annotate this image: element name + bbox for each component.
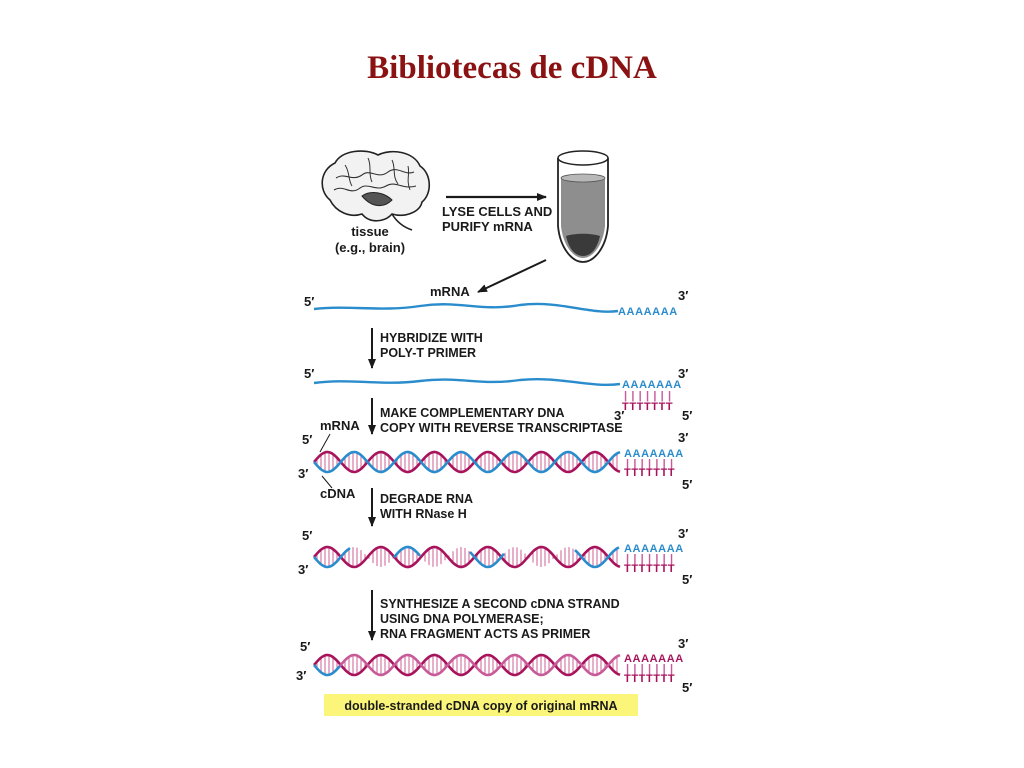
row2-three-prime: 3′ [678,366,688,381]
step1-line2: POLY-T PRIMER [380,346,476,360]
row5-poly-a: AAAAAAA [624,653,684,665]
upper-strand [313,664,341,677]
tissue-label: tissue [351,224,389,239]
step3-line1: DEGRADE RNA [380,492,473,506]
row4-poly-a: AAAAAAA [624,543,684,555]
row2-primer-three-prime: 3′ [614,408,624,423]
row3-right-five-prime: 5′ [682,477,692,492]
row5-right-three-prime: 3′ [678,636,688,651]
upper-strand [469,551,505,569]
mrna-label: mRNA [430,284,470,299]
row4-right-five-prime: 5′ [682,572,692,587]
step2-line2: COPY WITH REVERSE TRANSCRIPTASE [380,421,623,435]
step3-line2: WITH RNase H [380,507,467,521]
row3-mrna-label: mRNA [320,418,360,433]
row4-base-pairs: | | | | | | | [626,553,674,565]
row1-five-prime: 5′ [304,294,314,309]
lower-strand [313,653,621,677]
upper-strand [313,547,351,569]
row3-poly-a: AAAAAAA [624,448,684,460]
row2-base-pairs: | | | | | | | [624,390,672,402]
row2-poly-a: AAAAAAA [622,379,682,391]
row5-five-prime: 5′ [300,639,310,654]
row3-right-three-prime: 3′ [678,430,688,445]
row2-mrna-strand [313,378,621,386]
row3-base-pairs: | | | | | | | [626,458,674,470]
row3-cdna-pointer [321,475,333,489]
row5-base-pairs: | | | | | | | [626,663,674,675]
caption-highlight [324,694,638,716]
step4-line1: SYNTHESIZE A SECOND cDNA STRAND [380,597,620,611]
row3-three-prime: 3′ [298,466,308,481]
upper-strand [393,545,421,559]
tissue-example-label: (e.g., brain) [335,240,405,255]
caption: double-stranded cDNA copy of original mR… [344,699,617,713]
row5-three-prime: 3′ [296,668,306,683]
lower-strand [313,450,621,474]
row4-helix [313,545,621,569]
lower-strand [313,545,621,569]
lyse-label-line2: PURIFY mRNA [442,219,533,234]
step1-line1: HYBRIDIZE WITH [380,331,483,345]
step2-line1: MAKE COMPLEMENTARY DNA [380,406,565,420]
row5-right-five-prime: 5′ [682,680,692,695]
row4-three-prime: 3′ [298,562,308,577]
row2-primer-five-prime: 5′ [682,408,692,423]
row1-poly-a: AAAAAAA [618,306,678,318]
row5-helix [313,653,621,677]
step4-line2: USING DNA POLYMERASE; [380,612,544,626]
row4-right-three-prime: 3′ [678,526,688,541]
row3-helix [313,450,621,474]
row3-five-prime: 5′ [302,432,312,447]
row3-poly-t: TTTTTTT [624,467,675,479]
test-tube-icon [557,150,609,263]
row3-mrna-pointer [319,433,331,453]
row1-three-prime: 3′ [678,288,688,303]
step4-line3: RNA FRAGMENT ACTS AS PRIMER [380,627,590,641]
row1-mrna-strand [313,302,619,313]
upper-strand [574,546,620,569]
row4-poly-t: TTTTTTT [624,563,675,575]
upper-strand [313,450,621,474]
row2-five-prime: 5′ [304,366,314,381]
lyse-label-line1: LYSE CELLS AND [442,204,552,219]
row5-poly-t: TTTTTTT [624,673,675,685]
slide-title: Bibliotecas de cDNA [367,50,657,86]
second-cdna-strand [339,653,621,677]
row3-cdna-label: cDNA [320,486,356,501]
row4-five-prime: 5′ [302,528,312,543]
row2-poly-t: TTTTTTT [622,401,673,413]
tube-to-mrna-arrow [477,259,547,293]
brain-icon [321,150,431,231]
